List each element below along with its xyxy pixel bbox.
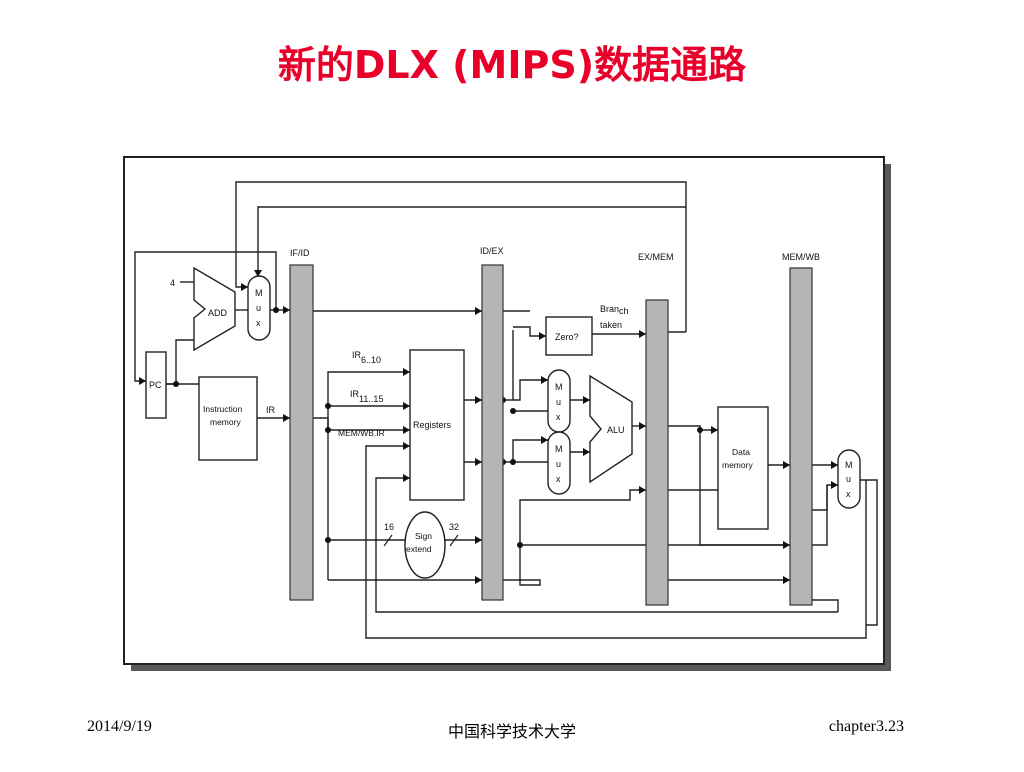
svg-text:u: u xyxy=(556,459,561,469)
data-memory xyxy=(717,406,769,530)
id-ex-register xyxy=(481,264,504,601)
jump-feedback-wire xyxy=(257,206,686,277)
svg-text:M: M xyxy=(845,460,853,470)
if-id-label: IF/ID xyxy=(290,248,310,258)
svg-text:extend: extend xyxy=(406,544,432,554)
alu-mux-bottom xyxy=(547,431,571,495)
width-32-label: 32 xyxy=(449,522,459,532)
svg-text:u: u xyxy=(256,303,261,313)
svg-text:M: M xyxy=(255,288,263,298)
if-id-register xyxy=(289,264,314,601)
pc-mux xyxy=(247,275,271,341)
svg-text:Sign: Sign xyxy=(415,531,432,541)
svg-text:Instruction: Instruction xyxy=(203,404,242,414)
ir-label: IR xyxy=(266,405,276,415)
writeback-mux xyxy=(837,449,861,509)
ex-mem-register xyxy=(645,299,669,606)
mem-wb-register xyxy=(789,267,813,606)
mem-wb-label: MEM/WB xyxy=(782,252,820,262)
svg-text:x: x xyxy=(556,474,561,484)
branch-feedback-wire xyxy=(235,181,687,332)
id-ex-label: ID/EX xyxy=(480,246,504,256)
svg-text:x: x xyxy=(556,412,561,422)
pc-box xyxy=(145,351,167,419)
svg-text:u: u xyxy=(556,397,561,407)
svg-text:taken: taken xyxy=(600,320,622,330)
svg-text:memory: memory xyxy=(210,417,241,427)
slide-title: 新的DLX (MIPS)数据通路 xyxy=(277,43,747,87)
branch-taken-label: Branch xyxy=(600,304,629,316)
svg-text:x: x xyxy=(846,489,851,499)
ir-11-15-label: IR11..15 xyxy=(350,389,383,404)
mem-wb-ir-label: MEM/WB.IR xyxy=(338,428,385,438)
instruction-memory xyxy=(198,376,258,461)
register-file xyxy=(409,349,465,501)
alu-unit xyxy=(589,374,633,484)
svg-text:memory: memory xyxy=(722,460,753,470)
zero-label: Zero? xyxy=(555,332,579,342)
registers-label: Registers xyxy=(413,420,452,430)
footer-page: chapter3.23 xyxy=(828,718,904,735)
svg-text:u: u xyxy=(846,474,851,484)
svg-text:M: M xyxy=(555,444,563,454)
svg-text:x: x xyxy=(256,318,261,328)
footer-date: 2014/9/19 xyxy=(87,718,152,735)
width-16-label: 16 xyxy=(384,522,394,532)
footer-institution: 中国科学技术大学 xyxy=(447,724,576,741)
ir-6-10-label: IR6..10 xyxy=(352,350,381,365)
sign-extend-unit xyxy=(404,511,446,579)
add-unit xyxy=(193,266,236,352)
svg-text:Data: Data xyxy=(732,447,750,457)
svg-text:M: M xyxy=(555,382,563,392)
pc-label: PC xyxy=(149,380,162,390)
alu-label: ALU xyxy=(607,425,625,435)
add-label: ADD xyxy=(208,308,228,318)
const-4-label: 4 xyxy=(170,278,175,288)
zero-test xyxy=(545,316,593,356)
ex-mem-label: EX/MEM xyxy=(638,252,674,262)
